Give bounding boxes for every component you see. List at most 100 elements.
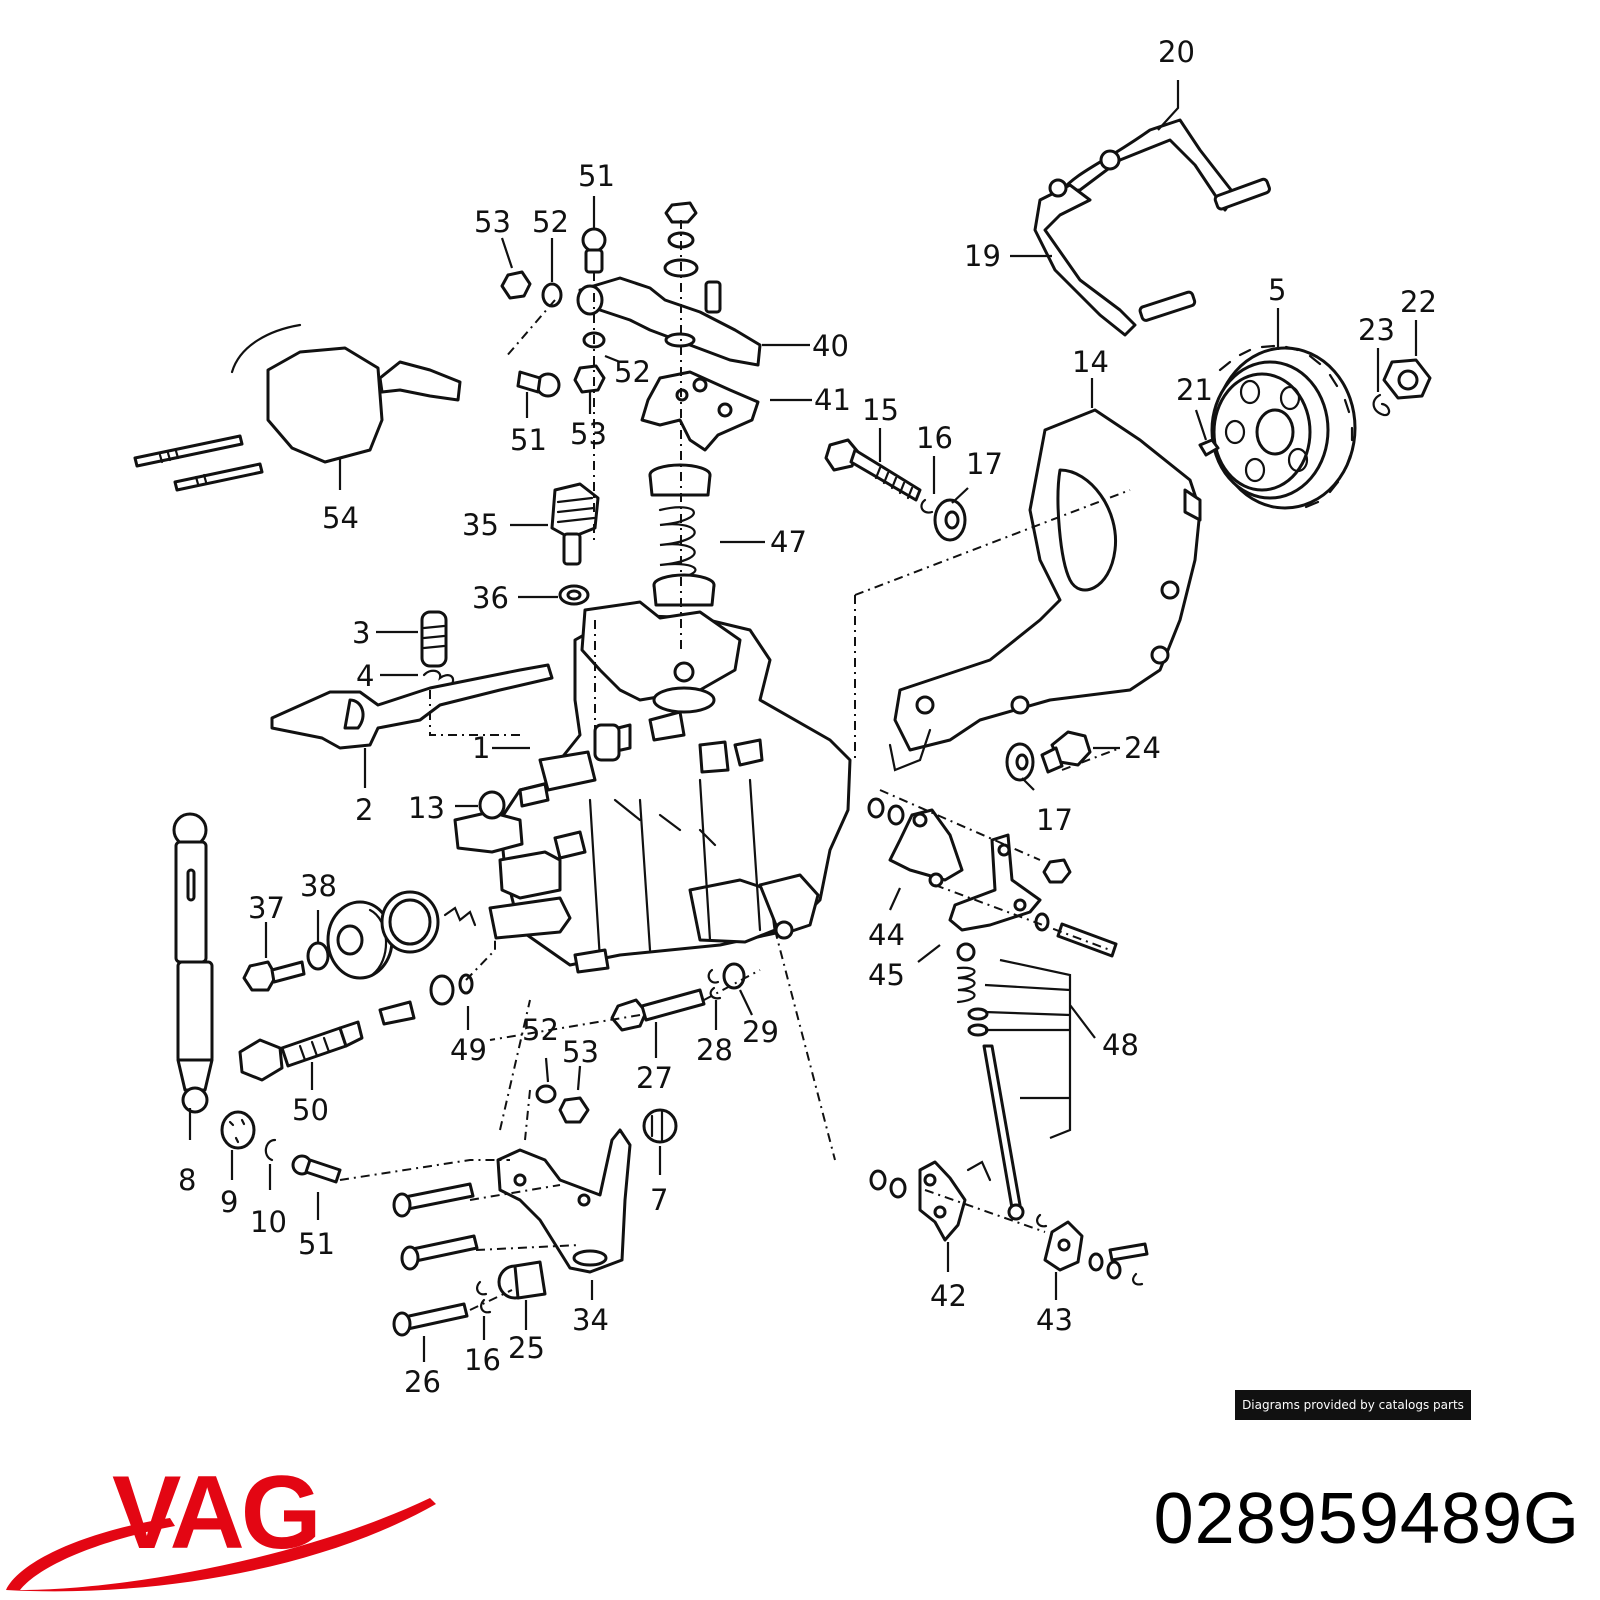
- part-4-spring-washer: [422, 669, 455, 686]
- callout-37: 37: [248, 891, 285, 925]
- callout-3: 3: [352, 616, 370, 650]
- part-16-washer: [920, 498, 934, 514]
- part-24-plug: [1040, 730, 1092, 774]
- callout-16-b: 16: [464, 1343, 501, 1377]
- part-1-pump-body: [453, 600, 852, 974]
- part-21-key: [1198, 438, 1220, 457]
- part-14-mounting-bracket: [888, 408, 1202, 772]
- callout-53-c: 53: [562, 1035, 599, 1069]
- callout-53-b: 53: [570, 417, 607, 451]
- part-10-clip: [264, 1138, 277, 1162]
- callout-1: 1: [472, 731, 490, 765]
- callout-24: 24: [1124, 731, 1161, 765]
- callout-36: 36: [472, 581, 509, 615]
- callout-34: 34: [572, 1303, 609, 1337]
- part-16-washer-lower: [476, 1280, 492, 1314]
- logo-swoosh: [6, 1498, 436, 1592]
- part-38-housing: [306, 890, 440, 980]
- part-43-lever: [1036, 1213, 1149, 1286]
- callout-13: 13: [408, 791, 445, 825]
- callout-5: 5: [1268, 273, 1286, 307]
- callout-51: 51: [578, 159, 615, 193]
- vag-logo: VAG: [6, 1455, 436, 1592]
- part-41-plate: [640, 370, 760, 452]
- callout-19: 19: [964, 239, 1001, 273]
- callout-28: 28: [696, 1033, 733, 1067]
- callout-49: 49: [450, 1033, 487, 1067]
- callout-51-b: 51: [510, 423, 547, 457]
- part-20-19-bracket: [1033, 118, 1271, 337]
- part-42-lever: [869, 1160, 992, 1242]
- part-53-nut-lower: [558, 1096, 590, 1124]
- callout-14: 14: [1072, 345, 1109, 379]
- callout-16: 16: [916, 421, 953, 455]
- callout-41: 41: [814, 383, 851, 417]
- callout-9: 9: [220, 1185, 238, 1219]
- callout-45: 45: [868, 958, 905, 992]
- callout-17: 17: [966, 447, 1003, 481]
- callout-15: 15: [862, 393, 899, 427]
- leader-lines: [188, 80, 1418, 1362]
- callouts: 20 19 5 22 23 2 1 14 15 16 17 51 53 52 40…: [178, 35, 1437, 1399]
- callout-25: 25: [508, 1331, 545, 1365]
- callout-2: 2: [355, 793, 373, 827]
- callout-22: 22: [1400, 285, 1437, 319]
- part-29-washer: [722, 962, 746, 990]
- callout-10: 10: [250, 1205, 287, 1239]
- part-53-nut-upper: [500, 270, 606, 394]
- part-28-washer: [707, 968, 722, 1000]
- part-44-lever: [867, 797, 964, 888]
- part-37-bolt: [242, 960, 306, 992]
- part-51-ball-stud-lower: [291, 1154, 342, 1184]
- callout-20: 20: [1158, 35, 1195, 69]
- part-15-bolt: [824, 438, 922, 502]
- part-number: 028959489G: [1153, 1479, 1580, 1559]
- callout-54: 54: [322, 501, 359, 535]
- diagram-credit-badge: Diagrams provided by catalogs parts: [1235, 1390, 1471, 1420]
- lower-bolts: [392, 1182, 479, 1337]
- callout-27: 27: [636, 1061, 673, 1095]
- logo-wordmark: VAG: [112, 1455, 318, 1571]
- callout-48: 48: [1102, 1028, 1139, 1062]
- part-23-washer: [1372, 393, 1391, 417]
- part-8-damper: [172, 812, 214, 1114]
- part-52-washer-upper: [541, 282, 606, 349]
- part-5-timing-gear: [1210, 344, 1357, 510]
- callout-17-b: 17: [1036, 803, 1073, 837]
- callout-42: 42: [930, 1279, 967, 1313]
- part-47-spring: [648, 463, 716, 607]
- part-13-nut: [478, 790, 506, 820]
- part-51-ball-stud-upper: [516, 227, 607, 398]
- part-50-union-bolt: [238, 1020, 364, 1082]
- part-2-bracket: [270, 663, 554, 750]
- callout-23: 23: [1358, 313, 1395, 347]
- callout-52: 52: [532, 205, 569, 239]
- part-36-washer: [558, 584, 590, 606]
- part-45-lever: [948, 833, 1118, 958]
- callout-51-c: 51: [298, 1227, 335, 1261]
- part-22-nut: [1382, 358, 1432, 400]
- callout-52-c: 52: [522, 1013, 559, 1047]
- callout-35: 35: [462, 508, 499, 542]
- callout-52-b: 52: [614, 355, 651, 389]
- part-3-bolt: [420, 610, 448, 668]
- callout-40: 40: [812, 329, 849, 363]
- part-52-washer-lower: [535, 1084, 557, 1104]
- part-17-bushing: [933, 498, 1035, 782]
- callout-44: 44: [868, 918, 905, 952]
- part-34-bracket: [496, 1128, 632, 1274]
- callout-43: 43: [1036, 1303, 1073, 1337]
- assembly-lines: [339, 220, 1131, 1311]
- callout-53: 53: [474, 205, 511, 239]
- part-54-cover: [133, 323, 462, 492]
- callout-4: 4: [356, 659, 374, 693]
- callout-7: 7: [650, 1183, 668, 1217]
- callout-29: 29: [742, 1015, 779, 1049]
- part-48-spring-kit: [956, 942, 1025, 1221]
- part-49-fitting: [378, 906, 477, 1026]
- part-35-sensor: [550, 482, 600, 566]
- part-27-bolt: [610, 988, 706, 1032]
- callout-8: 8: [178, 1163, 196, 1197]
- part-25-bushing: [497, 1260, 547, 1300]
